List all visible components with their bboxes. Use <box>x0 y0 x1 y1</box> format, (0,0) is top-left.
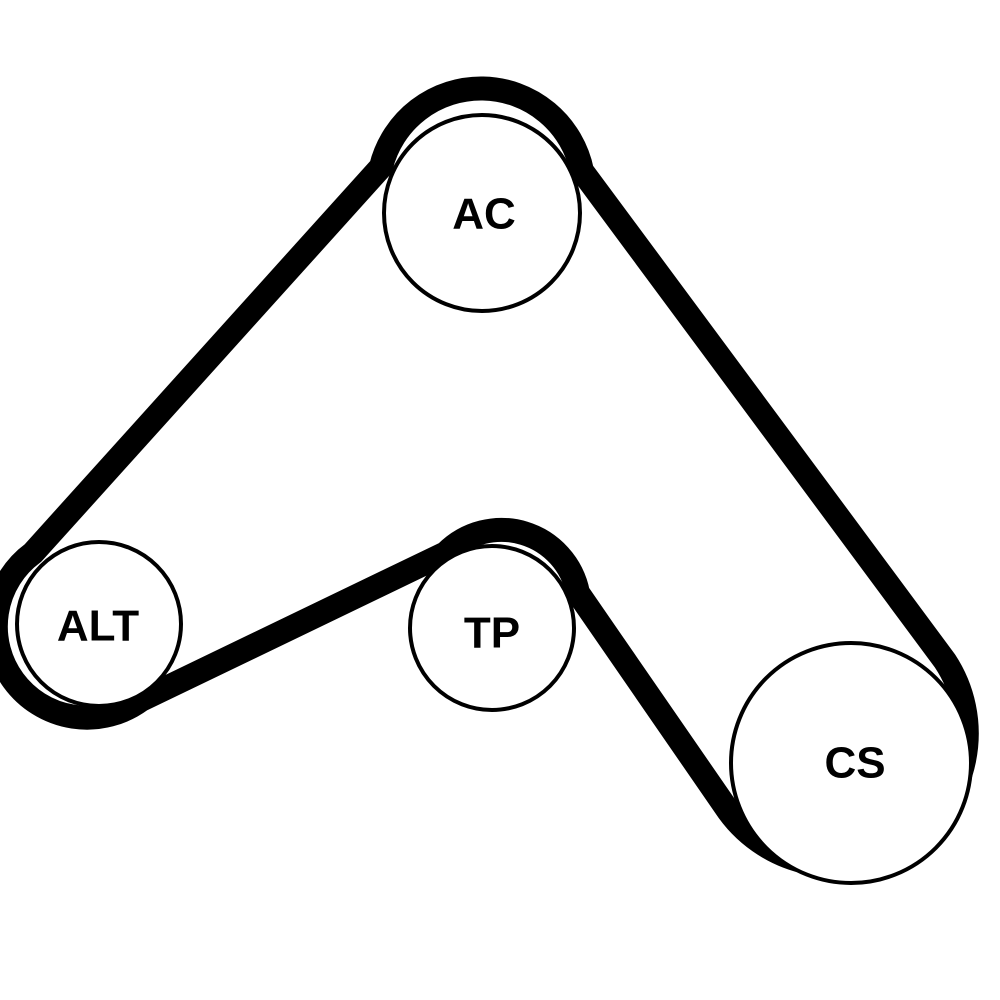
ac-pulley-label: AC <box>452 190 516 239</box>
tp-pulley-circle <box>408 544 576 712</box>
cs-pulley-circle <box>729 641 973 885</box>
alt-pulley-label: ALT <box>57 602 139 651</box>
cs-pulley: CS <box>729 641 973 885</box>
ac-pulley: AC <box>382 113 582 313</box>
tp-pulley: TP <box>408 544 576 712</box>
alt-pulley-circle <box>15 540 183 708</box>
tp-pulley-label: TP <box>464 609 520 658</box>
ac-pulley-circle <box>382 113 582 313</box>
alt-pulley: ALT <box>15 540 183 708</box>
cs-pulley-label: CS <box>824 739 885 788</box>
